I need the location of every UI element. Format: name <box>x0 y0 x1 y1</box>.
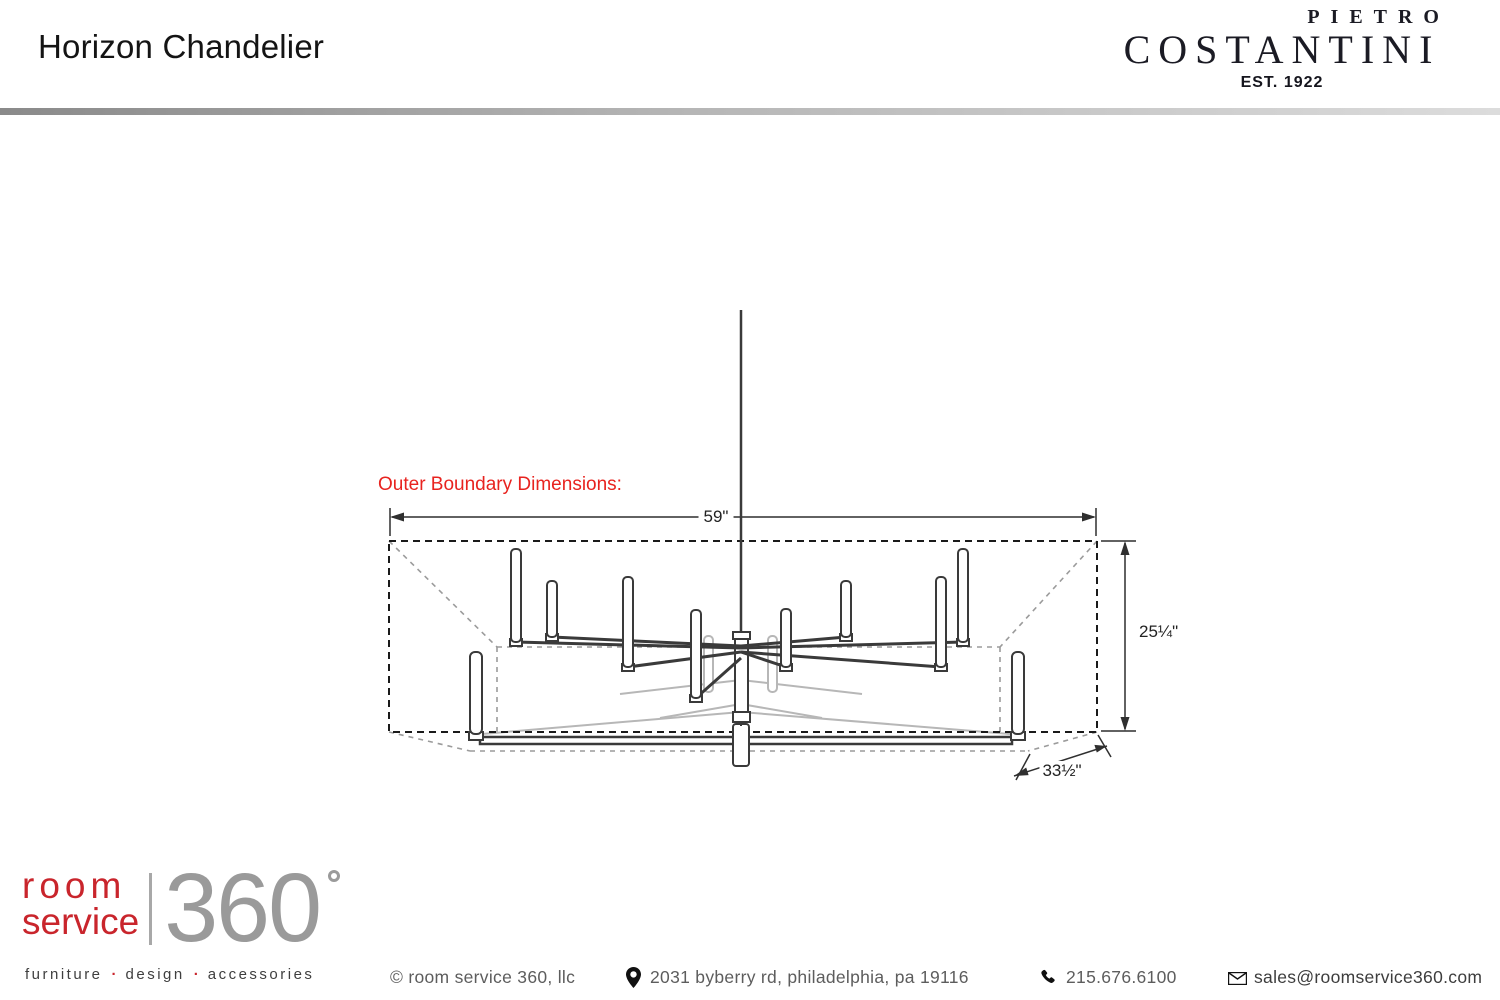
tagline-furniture: furniture <box>25 966 103 983</box>
address-text: 2031 byberry rd, philadelphia, pa 19116 <box>650 967 969 987</box>
brand-logo: PIETRO COSTANTINI EST. 1922 <box>1080 6 1484 92</box>
logo-number-360: 360 <box>164 859 341 956</box>
dimension-arrowheads <box>390 512 1130 776</box>
page-title: Horizon Chandelier <box>38 28 325 65</box>
logo-360-text: 360 <box>164 853 322 962</box>
tagline-accessories: accessories <box>207 966 315 983</box>
dimension-height-label: 25¼" <box>1134 622 1184 642</box>
tagline-dot: · <box>193 966 199 983</box>
logo-word-service: service <box>22 901 140 943</box>
technical-drawing-area: Outer Boundary Dimensions: 59" 25¼" 33½" <box>0 120 1500 860</box>
brand-established: EST. 1922 <box>1240 74 1324 91</box>
header-divider <box>0 108 1500 115</box>
email-link[interactable]: sales@roomservice360.com <box>1254 967 1483 987</box>
brand-line-costantini: COSTANTINI <box>1123 27 1441 72</box>
tagline-design: design <box>125 966 185 983</box>
logo-tagline: furniture · design · accessories <box>25 966 314 983</box>
roomservice360-logo: room service 360 <box>22 859 341 956</box>
location-pin-icon <box>626 967 641 993</box>
outer-boundary-label: Outer Boundary Dimensions: <box>378 474 622 495</box>
chandelier-drawing <box>468 310 1026 767</box>
logo-word-room: room <box>22 865 127 906</box>
dimension-depth-label: 33½" <box>1039 761 1085 781</box>
chandelier-rear-parts <box>481 635 1011 735</box>
degree-mark-icon <box>328 870 341 882</box>
chandelier-diagram <box>388 310 1136 781</box>
envelope-icon <box>1227 971 1248 990</box>
phone-icon <box>1040 969 1057 991</box>
logo-wordmark: room service <box>22 865 140 943</box>
tagline-dot: · <box>111 966 117 983</box>
phone-number: 215.676.6100 <box>1066 967 1177 987</box>
logo-divider-bar <box>149 873 153 945</box>
copyright-text: © room service 360, llc <box>390 967 576 987</box>
brand-line-pietro: PIETRO <box>1307 6 1450 28</box>
dimension-width-label: 59" <box>698 507 734 527</box>
